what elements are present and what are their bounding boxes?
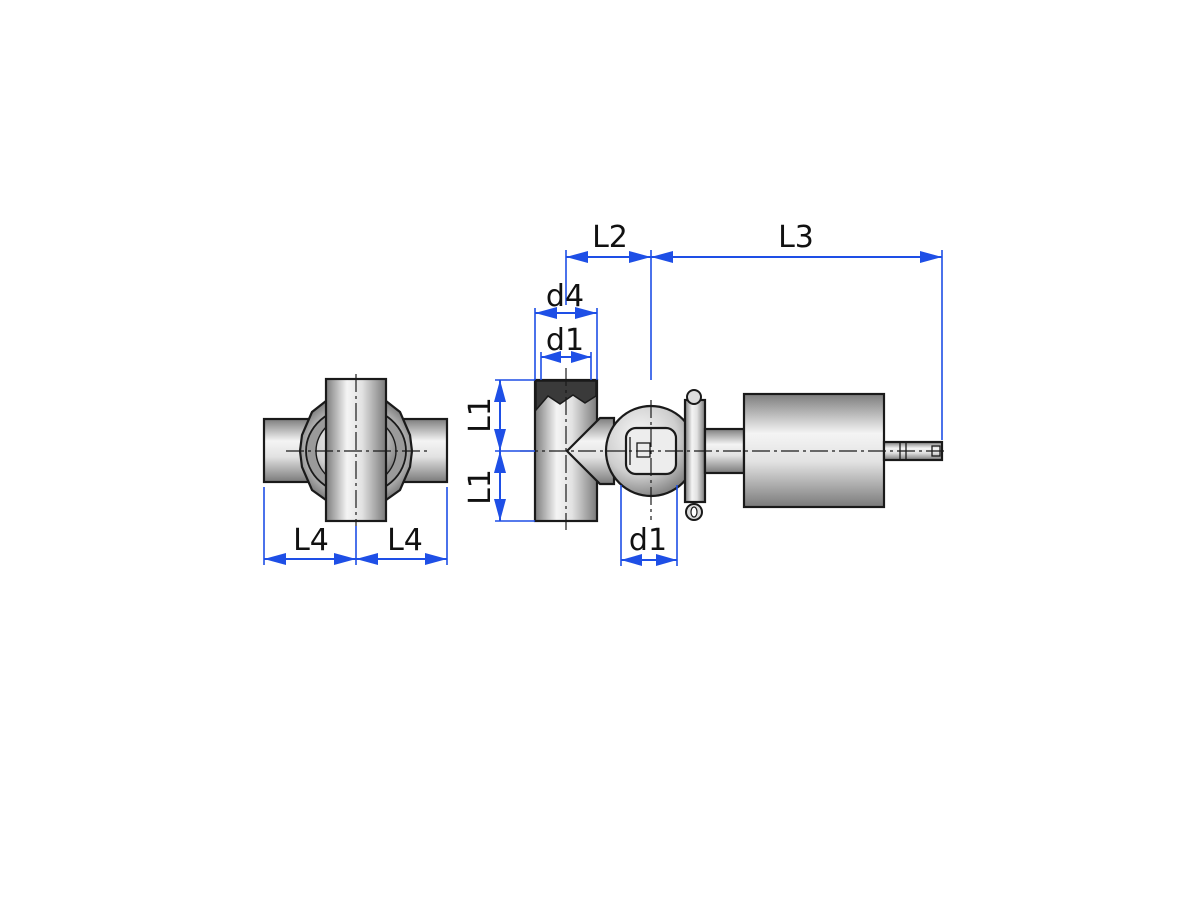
left-view-cross-fitting [262,374,449,526]
dimension-labels: L4 L4 L1 L1 d4 d1 L2 L3 d1 [293,220,814,558]
label-d4: d4 [546,279,584,314]
dimension-lines [263,250,943,566]
label-l1-upper: L1 [463,397,498,433]
label-l4-right: L4 [387,523,423,558]
label-l3: L3 [778,220,814,255]
label-l4-left: L4 [293,523,329,558]
label-d1-bottom: d1 [629,523,667,558]
label-l1-lower: L1 [463,469,498,505]
valve-stem-square [636,442,651,458]
clamp-bolt-top [686,389,702,405]
label-l2: L2 [592,220,628,255]
tee-cut-section [535,380,597,413]
right-view-valve-assembly [520,368,945,530]
label-d1-top: d1 [546,323,584,358]
